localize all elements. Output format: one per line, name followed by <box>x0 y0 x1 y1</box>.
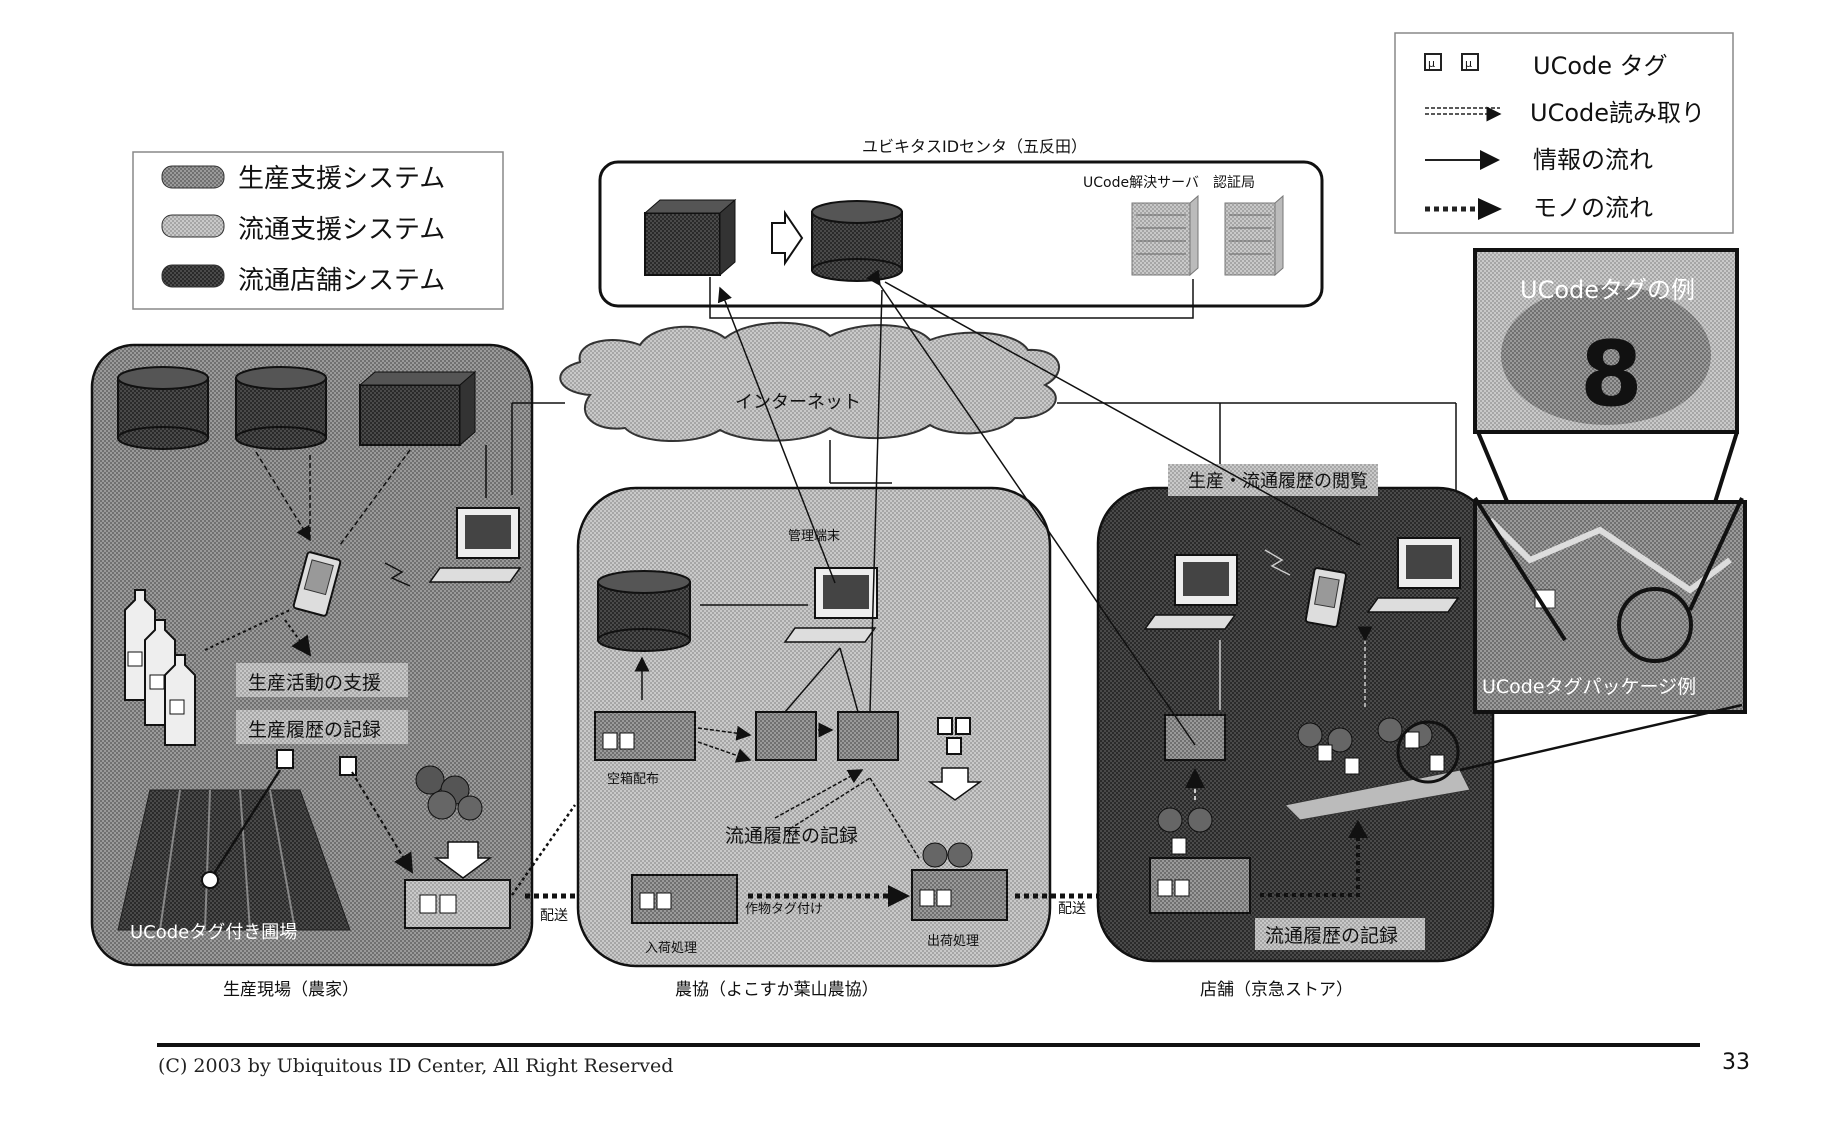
legend-swatch-store <box>161 264 225 288</box>
bottles-icon <box>124 589 196 746</box>
coop-receive-label: 入荷処理 <box>645 941 697 956</box>
farm-caption: 生産現場（農家） <box>223 980 359 1000</box>
store-pc-left-icon <box>1143 554 1238 630</box>
legend-systems: 生産支援システム 流通支援システム 流通店舗システム <box>132 151 504 310</box>
farm-record-label: 生産履歴の記録 <box>248 719 381 741</box>
example-glyph-eight-icon: 8 <box>1580 322 1643 427</box>
ucode-tag-icon: μ μ <box>1424 53 1479 71</box>
center-servers-label: UCode解決サーバ 認証局 <box>1083 175 1255 191</box>
internet-label: インターネット <box>735 392 861 413</box>
farm-panel: 生産活動の支援 生産履歴の記録 UCodeタグ付き圃場 <box>90 343 534 967</box>
store-panel: 生産・流通履歴の閲覧 <box>1096 464 1495 963</box>
farm-pc-icon <box>428 507 522 583</box>
coop-ship-label: 出荷処理 <box>927 934 979 949</box>
down-arrow-icon <box>433 841 493 879</box>
store-pda-icon <box>1304 567 1347 628</box>
store-tag-highlight-icon <box>1396 720 1460 784</box>
store-history-label: 生産・流通履歴の閲覧 <box>1188 471 1368 492</box>
page-number: 33 <box>1722 1050 1750 1075</box>
copyright-footer: (C) 2003 by Ubiquitous ID Center, All Ri… <box>158 1055 674 1077</box>
coop-tag-pair-icon <box>937 717 971 755</box>
cube-database-icon <box>643 198 737 277</box>
farm-tag-icon-1 <box>276 749 294 769</box>
coop-pc-icon <box>783 567 878 643</box>
coop-supply-label: 空箱配布 <box>607 771 659 787</box>
example-tag-circle-icon <box>1617 587 1693 663</box>
coop-reader-2-icon <box>837 711 899 761</box>
legend-goods-flow: モノの流れ <box>1533 194 1653 222</box>
arrow-right-icon <box>771 209 804 267</box>
legend-ucode-tag: UCode タグ <box>1533 52 1668 80</box>
cylinder-database-icon <box>811 200 903 282</box>
coop-panel: 管理端末 空箱配布 流通履歴の記録 <box>576 486 1052 968</box>
store-pc-right-icon <box>1366 537 1461 613</box>
example-title: UCodeタグの例 <box>1520 276 1695 304</box>
farm-tag-icon-2 <box>339 756 357 776</box>
store-record-label: 流通履歴の記録 <box>1265 925 1398 947</box>
legend-ucode-read: UCode読み取り <box>1530 99 1705 127</box>
store-caption: 店舗（京急ストア） <box>1200 980 1353 1000</box>
legend-label-store: 流通店舗システム <box>238 266 445 296</box>
legend-label-production: 生産支援システム <box>238 164 445 194</box>
store-reader-icon <box>1164 714 1226 761</box>
coop-receive-box-icon <box>631 874 738 924</box>
farm-box-icon <box>404 879 511 929</box>
ubiquitous-id-center: ユビキタスIDセンタ（五反田） UCode解決サーバ 認証局 <box>598 137 1324 319</box>
store-vegetables-icon <box>1297 717 1445 775</box>
ucode-tag-example: UCodeタグの例 8 UCodeタグパッケージ例 <box>1459 248 1747 772</box>
coop-database-icon <box>597 570 691 652</box>
ucode-resolution-server-icon <box>1131 194 1199 277</box>
svg-text:μ: μ <box>1428 57 1435 70</box>
coop-record-label: 流通履歴の記録 <box>725 825 858 847</box>
transfer-left-label: 配送 <box>540 908 568 924</box>
store-box-icon <box>1149 807 1251 914</box>
certification-authority-server-icon <box>1224 194 1284 277</box>
coop-empty-box-icon <box>594 711 696 761</box>
svg-text:μ: μ <box>1465 57 1472 70</box>
coop-down-arrow-icon <box>927 767 983 801</box>
field-icon <box>117 789 351 931</box>
farm-cube-server-icon <box>358 370 477 447</box>
farm-pda-icon <box>292 551 342 617</box>
coop-terminal-label: 管理端末 <box>788 529 840 544</box>
farm-database-2-icon <box>235 366 327 450</box>
internet-cloud: インターネット <box>559 321 1061 443</box>
legend-info-flow: 情報の流れ <box>1533 146 1653 174</box>
farm-bottom-label: UCodeタグ付き圃場 <box>130 922 297 943</box>
legend-swatch-distribution <box>161 214 225 238</box>
farm-support-label: 生産活動の支援 <box>248 672 381 694</box>
coop-reader-1-icon <box>755 711 817 761</box>
legend-swatch-production <box>161 165 225 189</box>
farm-database-1-icon <box>117 366 209 450</box>
legend-label-distribution: 流通支援システム <box>238 215 445 245</box>
vegetables-icon <box>415 765 483 821</box>
coop-tagging-label: 作物タグ付け <box>745 902 823 917</box>
coop-caption: 農協（よこすか葉山農協） <box>675 980 879 1000</box>
legend-flows: μ μ UCode タグ UCode読み取り 情報の流れ モノの流れ <box>1394 32 1734 234</box>
coop-ship-box-icon <box>911 842 1008 921</box>
transfer-right-label: 配送 <box>1058 901 1086 917</box>
center-title: ユビキタスIDセンタ（五反田） <box>862 137 1087 156</box>
example-package-label: UCodeタグパッケージ例 <box>1482 676 1696 698</box>
